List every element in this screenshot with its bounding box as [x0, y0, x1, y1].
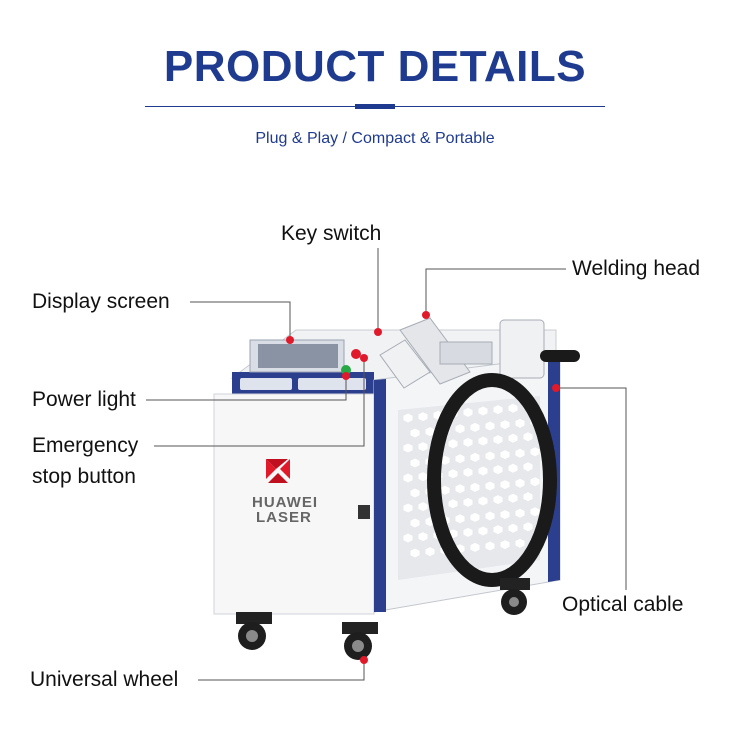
vent-hole: [530, 447, 540, 457]
vent-hole: [500, 450, 510, 460]
vent-hole: [523, 522, 533, 532]
callout-display-screen: Display screen: [32, 290, 170, 313]
callout-key-switch: Key switch: [281, 222, 382, 245]
vent-hole: [463, 497, 473, 507]
vent-hole: [485, 481, 495, 491]
vent-hole: [508, 523, 518, 533]
vent-hole: [500, 420, 510, 430]
vent-hole: [448, 499, 458, 509]
vent-hole: [470, 422, 480, 432]
vent-hole: [500, 480, 510, 490]
vent-hole: [485, 451, 495, 461]
vent-hole: [485, 421, 495, 431]
vent-hole: [463, 527, 473, 537]
vent-hole: [410, 548, 420, 558]
wheels: [236, 578, 530, 660]
callout-power-light: Power light: [32, 388, 136, 411]
vent-hole: [455, 454, 465, 464]
vent-hole: [478, 466, 488, 476]
vent-hole: [508, 493, 518, 503]
vent-hole: [478, 436, 488, 446]
vent-hole: [485, 511, 495, 521]
vent-hole: [500, 510, 510, 520]
title-divider-accent: [355, 104, 395, 109]
vent-hole: [403, 473, 413, 483]
vent-hole: [508, 433, 518, 443]
vent-hole: [410, 458, 420, 468]
vent-hole: [418, 502, 428, 512]
vent-hole: [508, 463, 518, 473]
callout-emergency-line2: stop button: [32, 465, 136, 488]
welding-head-shape: [379, 317, 580, 389]
vent-hole: [440, 455, 450, 465]
vent-hole: [418, 472, 428, 482]
callout-dots: [286, 311, 560, 664]
vent-hole: [515, 448, 525, 458]
vent-hole: [493, 435, 503, 445]
vent-hole: [515, 478, 525, 488]
vent-hole: [523, 462, 533, 472]
vent-hole: [455, 424, 465, 434]
vent-hole: [515, 538, 525, 548]
vent-hole: [410, 428, 420, 438]
vent-hole: [410, 518, 420, 528]
vent-hole: [470, 452, 480, 462]
vent-hole: [478, 406, 488, 416]
vent-hole: [448, 439, 458, 449]
vent-hole: [523, 492, 533, 502]
vent-hole: [493, 465, 503, 475]
emergency-button-shape: [351, 349, 361, 359]
vent-hole: [463, 437, 473, 447]
vent-hole: [440, 485, 450, 495]
vent-hole: [425, 547, 435, 557]
callout-lines: [146, 248, 627, 681]
vent-hole: [508, 403, 518, 413]
vent-hole: [410, 488, 420, 498]
vent-hole: [463, 467, 473, 477]
callout-emergency-line1: Emergency: [32, 434, 139, 457]
vent-hole: [418, 442, 428, 452]
vent-hole: [478, 496, 488, 506]
optical-cable-shape: [427, 373, 557, 587]
vent-hole: [500, 540, 510, 550]
vent-hole: [418, 412, 428, 422]
vent-hole: [470, 542, 480, 552]
vent-hole: [425, 427, 435, 437]
page-subtitle: Plug & Play / Compact & Portable: [255, 130, 495, 147]
callout-optical-cable: Optical cable: [562, 593, 684, 616]
brand-logo-mark: [266, 459, 290, 483]
vent-hole: [493, 525, 503, 535]
vent-hole: [515, 508, 525, 518]
page-title: PRODUCT DETAILS: [163, 42, 587, 91]
vent-hole: [403, 533, 413, 543]
vent-hole: [493, 495, 503, 505]
vent-hole: [403, 443, 413, 453]
vent-hole: [463, 407, 473, 417]
power-light-shape: [341, 365, 351, 375]
callout-universal-wheel: Universal wheel: [30, 668, 179, 691]
vent-hole: [530, 477, 540, 487]
vent-hole: [478, 526, 488, 536]
vent-hole: [470, 512, 480, 522]
brand-name-line1: HUAWEI: [252, 494, 318, 511]
brand-name-line2: LASER: [256, 509, 312, 526]
vent-hole: [493, 405, 503, 415]
vent-hole: [515, 418, 525, 428]
vent-hole: [455, 484, 465, 494]
vent-hole: [403, 413, 413, 423]
vent-hole: [485, 541, 495, 551]
vent-hole: [455, 514, 465, 524]
vent-hole: [403, 503, 413, 513]
vent-hole: [418, 532, 428, 542]
vent-hole: [448, 469, 458, 479]
vent-hole: [523, 432, 533, 442]
vent-hole: [470, 482, 480, 492]
vent-hole: [530, 507, 540, 517]
callout-welding-head: Welding head: [572, 257, 701, 280]
